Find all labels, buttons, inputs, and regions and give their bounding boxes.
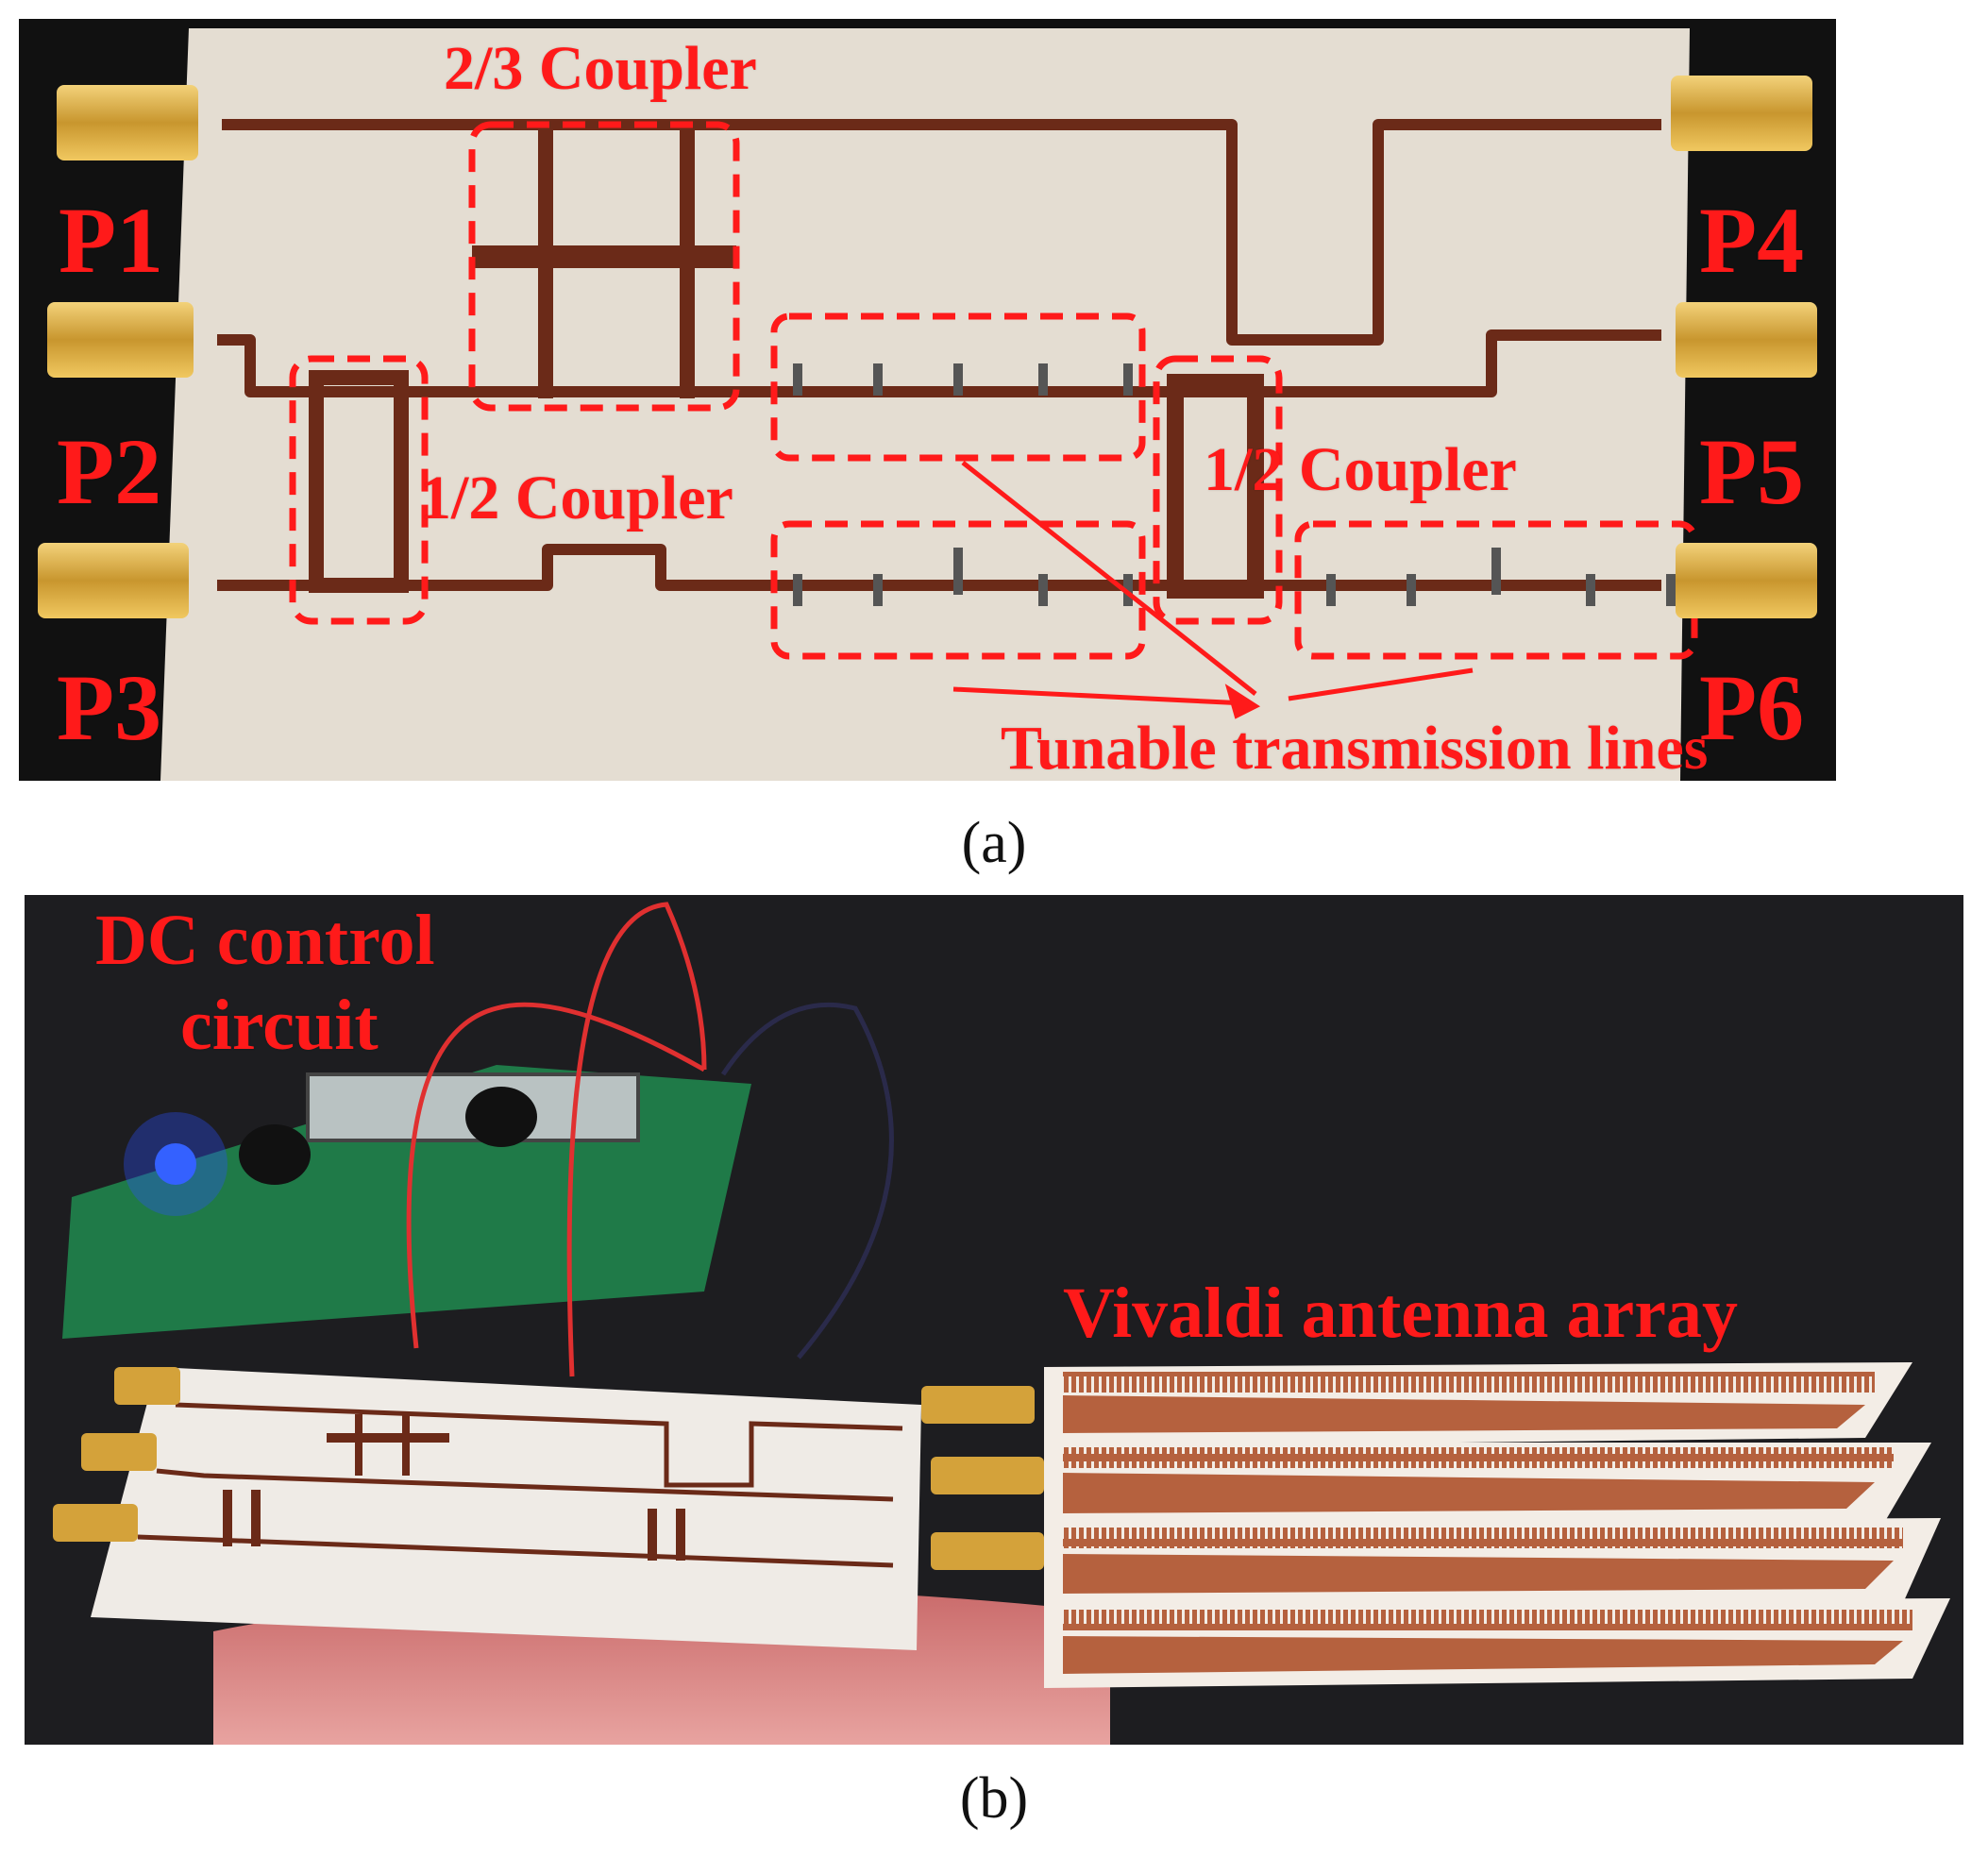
port-label-p3: P3 (57, 655, 162, 760)
panel-b-setup-illustration (25, 895, 1963, 1745)
feed-network-traces (137, 1402, 903, 1568)
copper-traces (217, 119, 1661, 591)
label-dc-control: DC control (95, 901, 435, 980)
dashed-annotation-boxes (289, 121, 1698, 660)
label-coupler-2-3: 2/3 Coupler (444, 34, 757, 103)
feed-network-pcb (91, 1367, 921, 1650)
coupler-1-2-left-shape (309, 370, 409, 593)
port-label-p6: P6 (1699, 655, 1805, 760)
label-vivaldi-array: Vivaldi antenna array (1063, 1274, 1738, 1353)
panel-a-board-illustration (38, 28, 1817, 781)
knob-icon (239, 1124, 311, 1185)
vivaldi-antennas (1044, 1362, 1950, 1688)
port-label-p2: P2 (57, 419, 162, 524)
label-dc-control-circuit: circuit (180, 986, 379, 1065)
label-tunable-lines: Tunable transmission lines (1001, 714, 1709, 781)
coupler-2-3-shape (472, 125, 736, 398)
led-icon (155, 1143, 196, 1185)
annotation-arrows (952, 461, 1474, 719)
port-label-p5: P5 (1699, 419, 1805, 524)
port-label-p1: P1 (59, 188, 164, 293)
caption-a: (a) (961, 811, 1027, 875)
label-coupler-1-2-left: 1/2 Coupler (420, 464, 733, 532)
pcb-board (160, 28, 1690, 781)
label-coupler-1-2-right: 1/2 Coupler (1204, 435, 1517, 504)
caption-b: (b) (959, 1766, 1029, 1831)
tunable-components (793, 363, 1676, 606)
panel-a-photo: P1 P2 P3 P4 P5 P6 2/3 Coupler 1/2 Couple… (19, 19, 1836, 781)
feed-network-couplers (223, 1414, 685, 1561)
knob-icon (465, 1087, 537, 1147)
sma-connector-icon (53, 1367, 1044, 1570)
wires (406, 902, 894, 1377)
port-label-p4: P4 (1699, 188, 1805, 293)
sma-connector-icon (38, 76, 1817, 618)
coupler-1-2-right-shape (1167, 374, 1264, 599)
panel-b-photo: DC control circuit Vivaldi antenna array (25, 895, 1963, 1745)
